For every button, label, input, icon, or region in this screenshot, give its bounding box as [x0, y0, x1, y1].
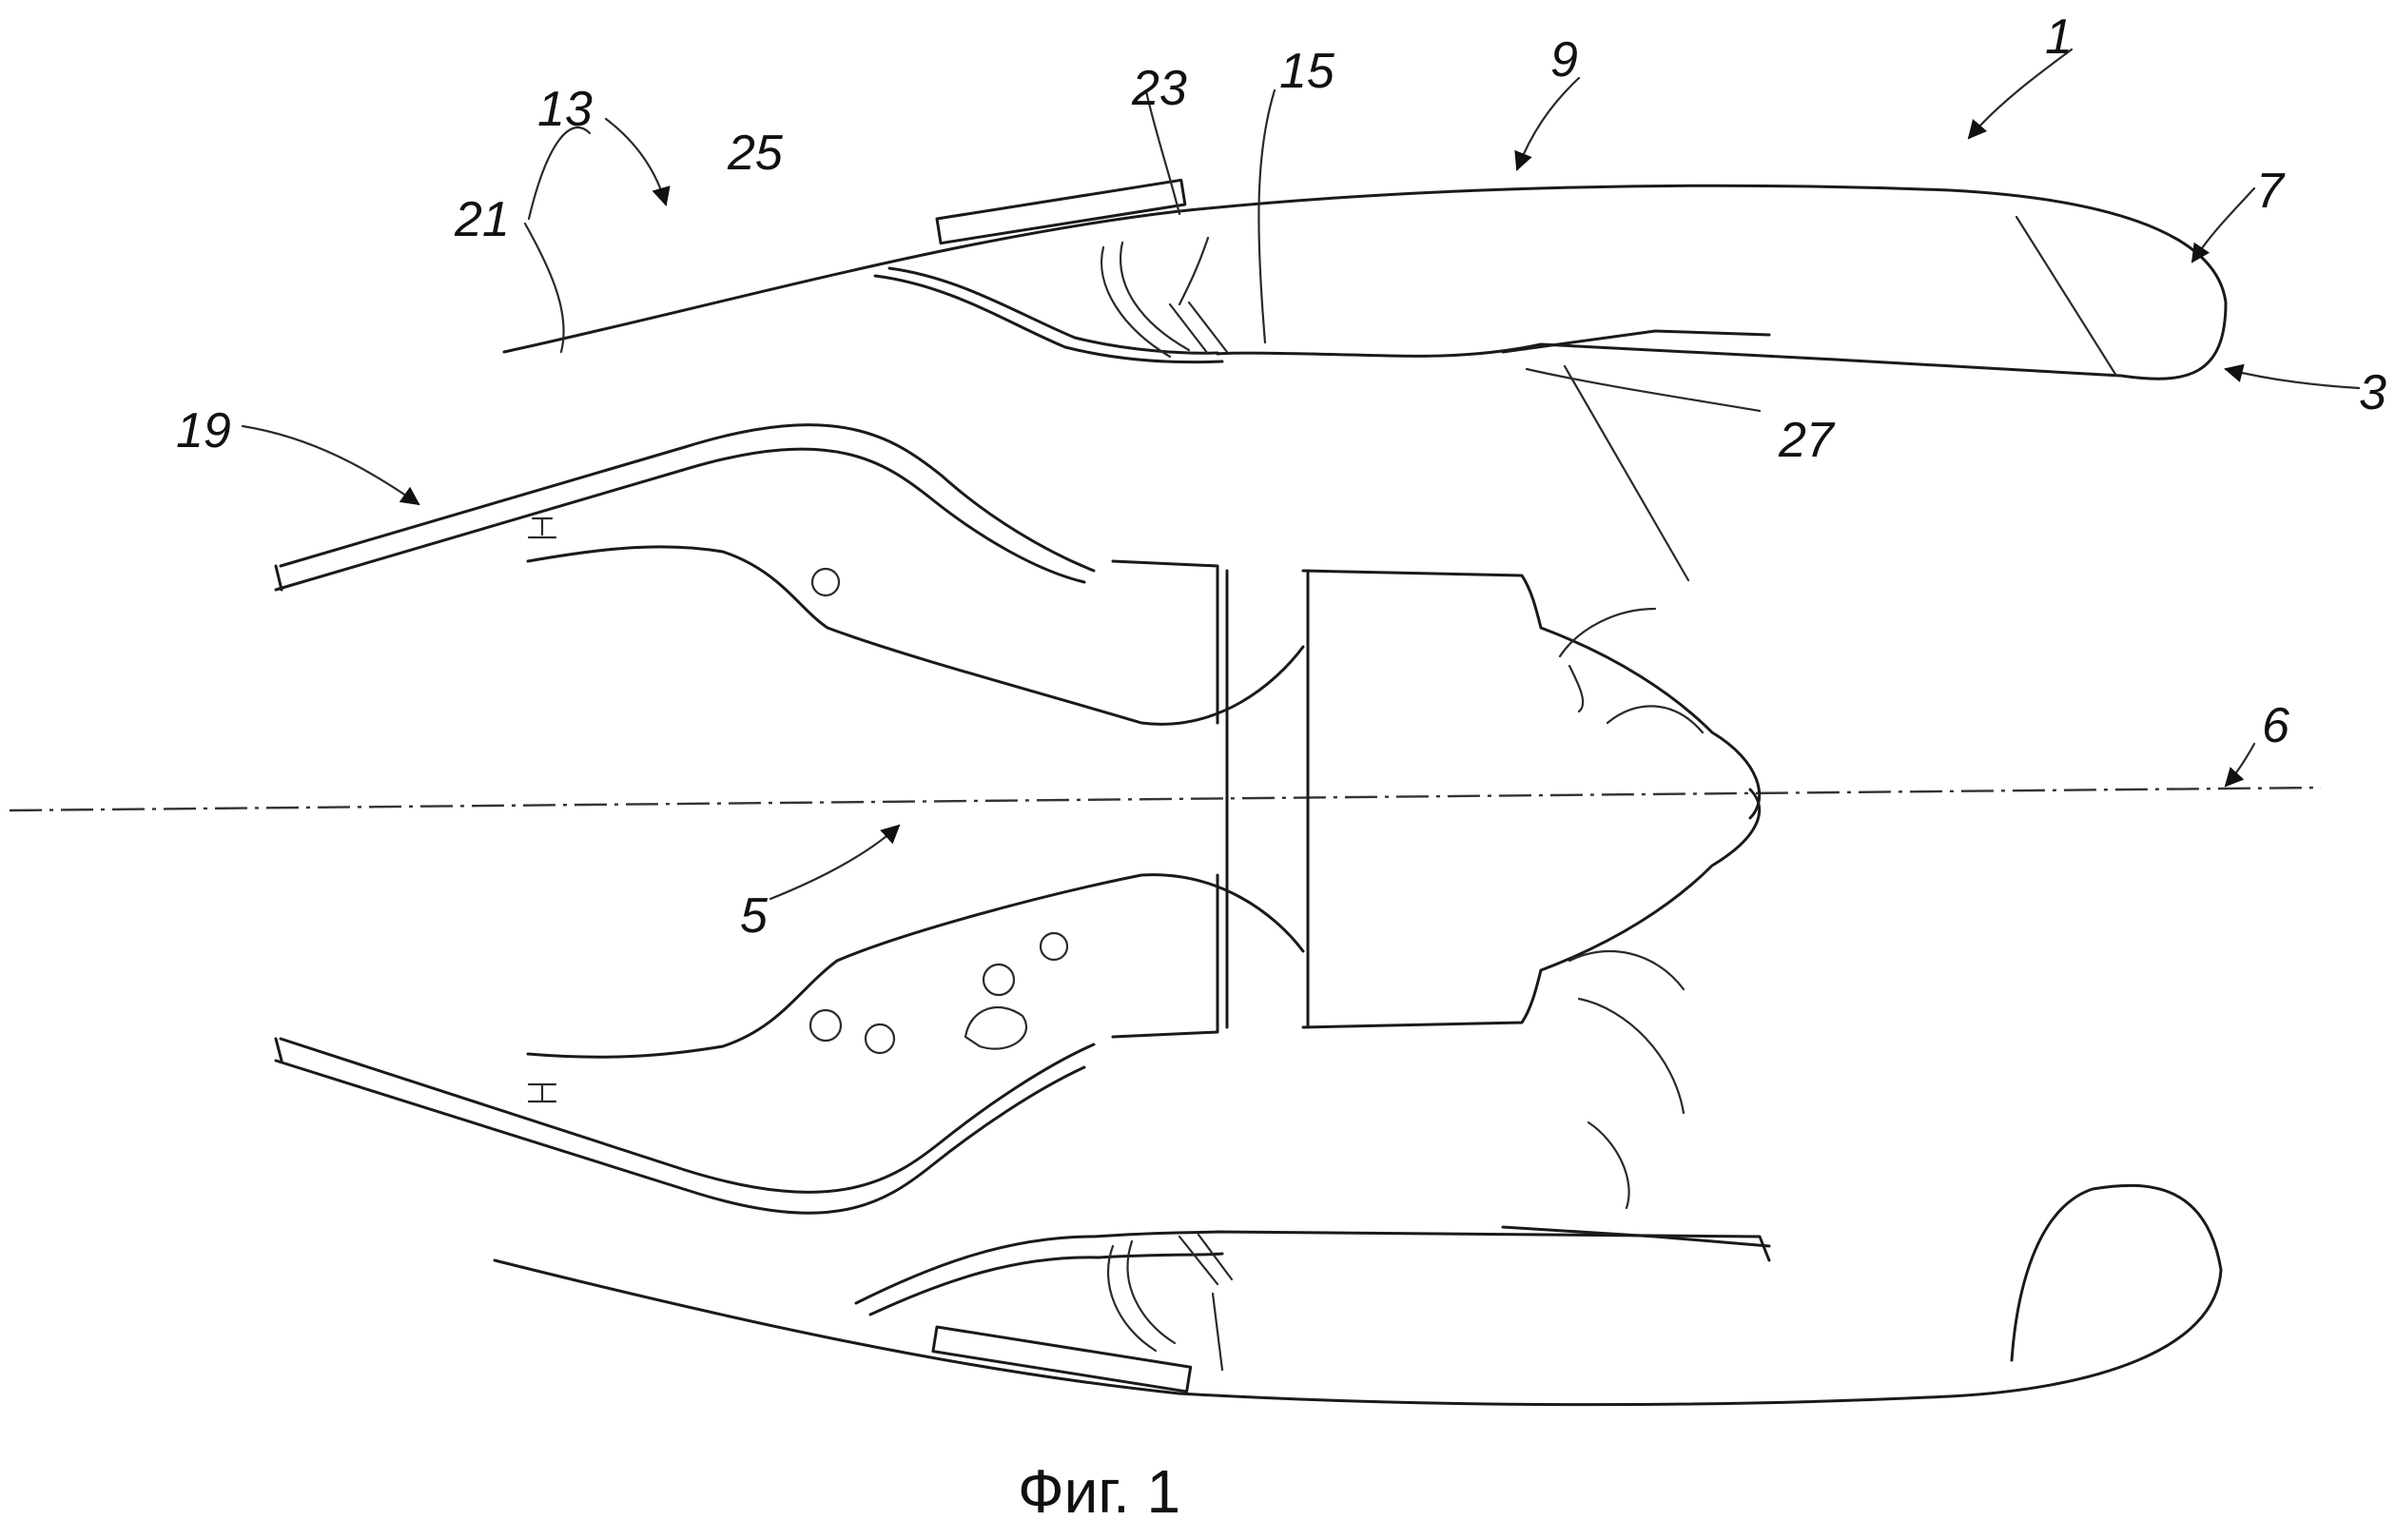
lower-splitter [274, 1037, 1096, 1215]
label-25: 25 [727, 126, 784, 181]
label-6: 6 [2262, 698, 2289, 753]
axis-line [9, 786, 2322, 812]
reference-leaders [241, 48, 2361, 901]
label-23: 23 [1131, 61, 1187, 116]
upper-nacelle [502, 178, 2228, 582]
upper-splitter [274, 423, 1096, 592]
lower-core [526, 788, 1761, 1210]
label-1: 1 [2045, 10, 2073, 65]
label-19: 19 [176, 403, 231, 458]
label-7: 7 [2256, 164, 2286, 219]
label-21: 21 [454, 192, 510, 247]
label-13: 13 [537, 82, 593, 137]
lower-nacelle [493, 1183, 2223, 1407]
upper-core [526, 545, 1762, 820]
figure-caption: Фиг. 1 [1018, 1457, 1180, 1526]
label-27: 27 [1778, 413, 1836, 468]
label-9: 9 [1550, 32, 1578, 88]
label-5: 5 [740, 888, 769, 944]
label-15: 15 [1279, 44, 1335, 99]
label-3: 3 [2359, 365, 2386, 420]
